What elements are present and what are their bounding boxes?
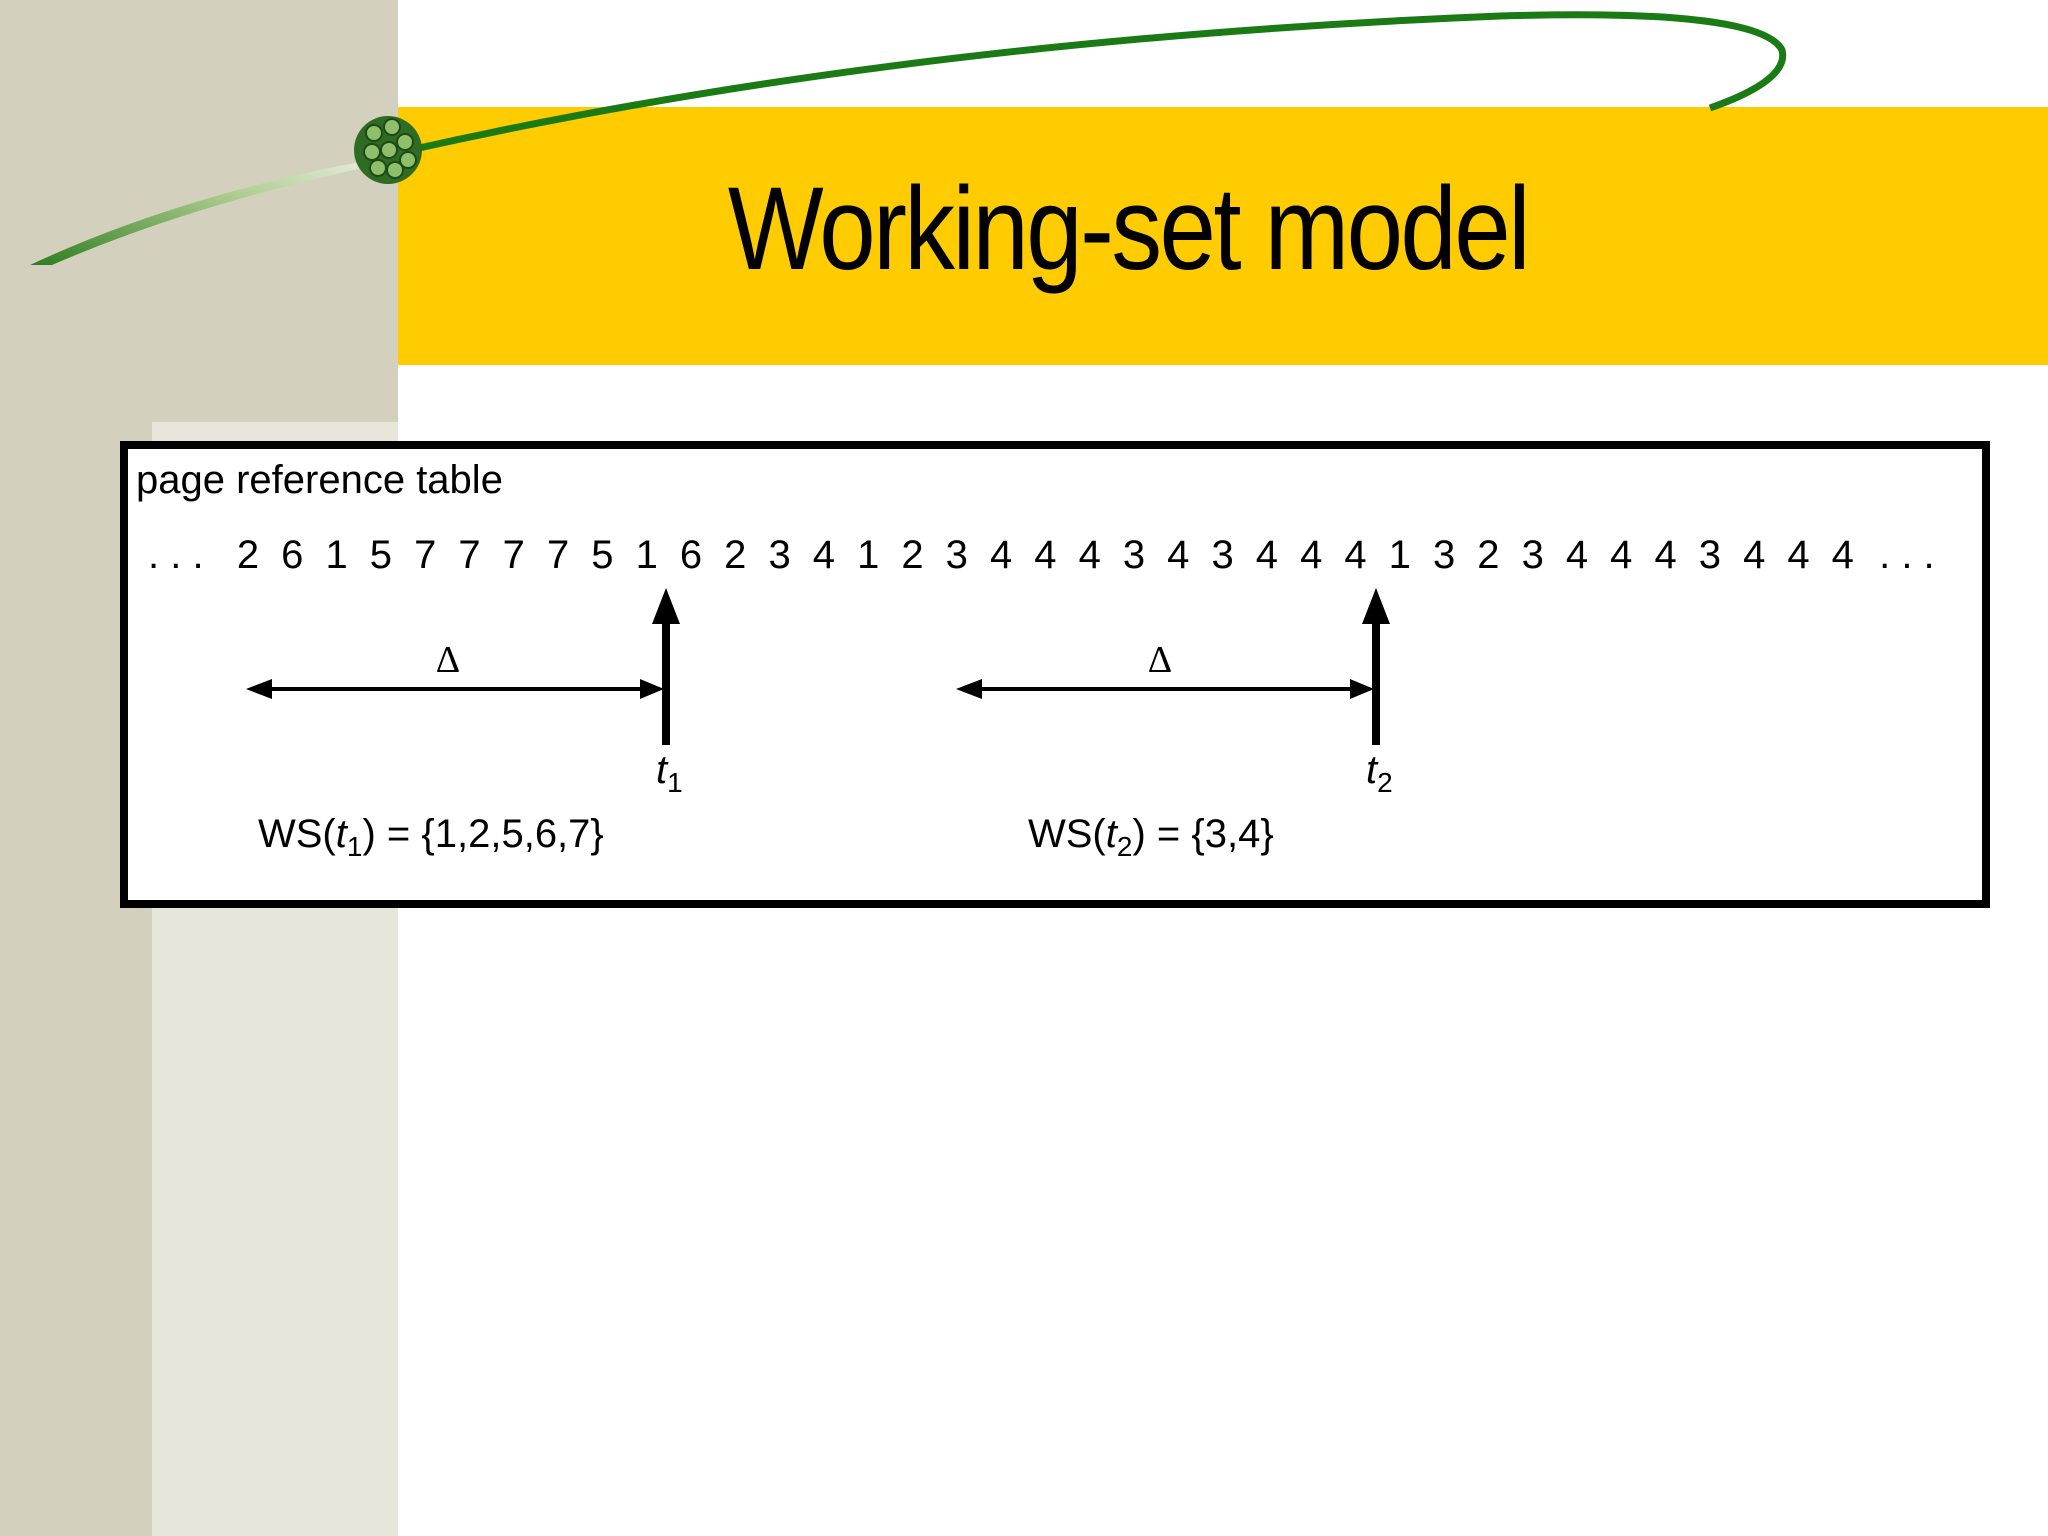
- page-reference: 2: [1477, 533, 1499, 577]
- green-swoosh-decoration: [30, 11, 1787, 265]
- page-reference: 7: [458, 533, 480, 577]
- page-reference: 4: [1079, 533, 1101, 577]
- page-reference: 3: [1123, 533, 1145, 577]
- page-reference: 4: [813, 533, 835, 577]
- page-reference: 4: [1743, 533, 1765, 577]
- page-reference: 4: [1610, 533, 1632, 577]
- trailing-ellipsis: . . .: [1879, 533, 1935, 577]
- title-bar: [398, 107, 2048, 365]
- page-reference: 7: [503, 533, 525, 577]
- diagram-label: page reference table: [136, 458, 503, 502]
- page-reference: 4: [1787, 533, 1809, 577]
- page-reference: 3: [768, 533, 790, 577]
- page-reference: 5: [591, 533, 613, 577]
- working-set-t1: WS(t1) = {1,2,5,6,7}: [258, 812, 604, 862]
- leading-ellipsis: . . .: [148, 533, 204, 577]
- page-reference: 3: [946, 533, 968, 577]
- delta-label-1: Δ: [436, 639, 460, 681]
- page-reference: 4: [1034, 533, 1056, 577]
- delta-window-arrow-2: Δ: [956, 639, 1374, 699]
- delta-label-2: Δ: [1148, 639, 1172, 681]
- page-reference: 1: [325, 533, 347, 577]
- page-reference: 6: [281, 533, 303, 577]
- page-reference: 4: [990, 533, 1012, 577]
- page-reference: 5: [370, 533, 392, 577]
- page-reference: 3: [1433, 533, 1455, 577]
- page-reference: 4: [1300, 533, 1322, 577]
- page-reference: 6: [680, 533, 702, 577]
- page-reference: 2: [237, 533, 259, 577]
- page-reference: 1: [857, 533, 879, 577]
- page-reference: 3: [1522, 533, 1544, 577]
- page-reference: 1: [1389, 533, 1411, 577]
- page-reference: 7: [414, 533, 436, 577]
- page-reference: 3: [1699, 533, 1721, 577]
- page-reference: 7: [547, 533, 569, 577]
- page-reference: 4: [1256, 533, 1278, 577]
- page-reference: 4: [1167, 533, 1189, 577]
- diagram-frame: [120, 441, 1990, 908]
- page-reference: 4: [1566, 533, 1588, 577]
- page-reference: 4: [1654, 533, 1676, 577]
- page-reference: 4: [1832, 533, 1854, 577]
- page-reference: 2: [901, 533, 923, 577]
- page-reference: 4: [1344, 533, 1366, 577]
- cell-cluster-icon: [354, 116, 422, 184]
- working-set-t2: WS(t2) = {3,4}: [1028, 812, 1274, 862]
- page-reference: 1: [636, 533, 658, 577]
- delta-window-arrow-1: Δ: [246, 639, 664, 699]
- t1-label: t1: [656, 748, 683, 798]
- page-reference: 3: [1211, 533, 1233, 577]
- t2-marker-arrow: [1362, 588, 1390, 745]
- slide-title: Working-set model: [727, 163, 1531, 295]
- t1-marker-arrow: [652, 588, 680, 745]
- t2-label: t2: [1366, 748, 1393, 798]
- page-reference: 2: [724, 533, 746, 577]
